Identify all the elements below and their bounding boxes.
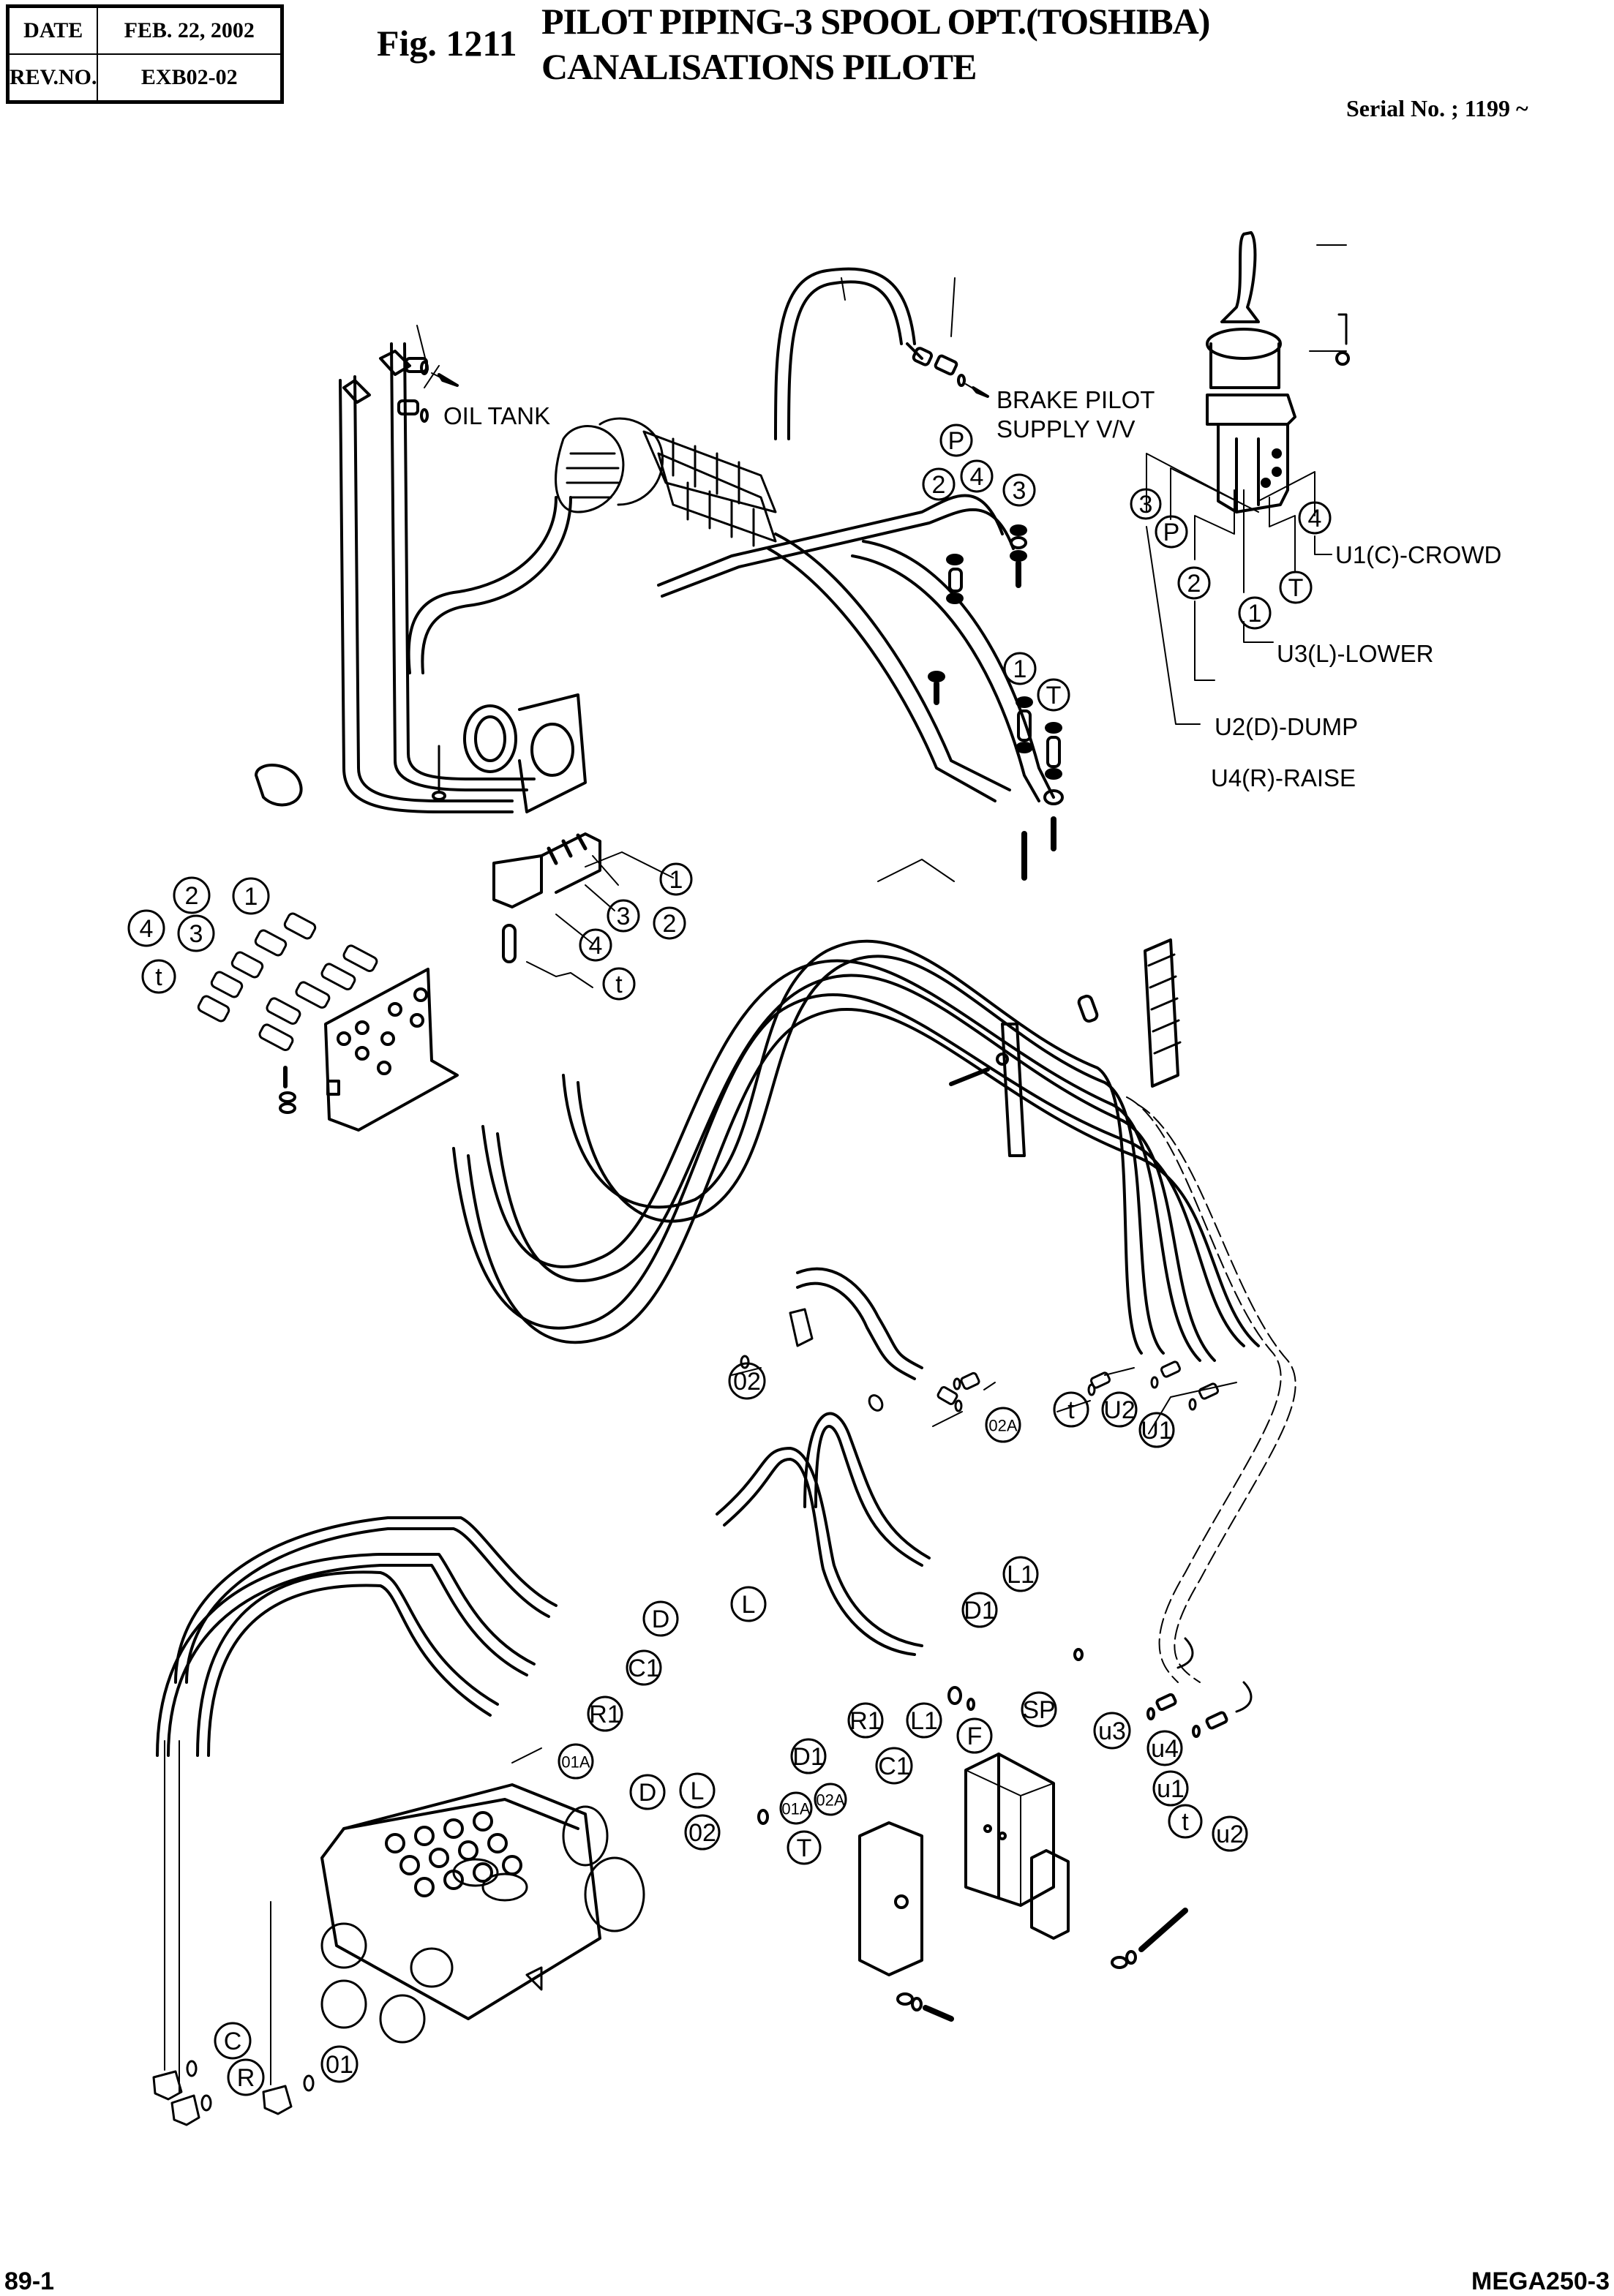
left-bracket-fittings [197, 912, 378, 1052]
callout: 3 [1013, 477, 1026, 505]
clip-block [1077, 938, 1182, 1088]
joystick-leader-lines [1146, 453, 1332, 725]
fitting-bracket-plate [279, 968, 459, 1132]
callout-labels: 3 P 4 2 T 1 P 2 4 3 1 T 1 3 2 4 t 2 1 4 … [140, 427, 1322, 2092]
pilot-manifold-block [858, 1753, 1070, 1976]
callout: D1 [792, 1743, 824, 1771]
date-value: FEB. 22, 2002 [97, 5, 283, 55]
callout: 2 [932, 471, 946, 499]
figure-number: Fig. 1211 [377, 23, 517, 64]
rev-label: REV.NO. [7, 53, 99, 103]
callout: U1 [1141, 1417, 1172, 1445]
page-number: 89-1 [4, 2267, 55, 2295]
mounting-bracket-and-block [255, 693, 601, 963]
u1-crowd-note: U1(C)-CROWD [1335, 541, 1501, 568]
callout: 02 [688, 1819, 716, 1847]
callout: 02A [988, 1417, 1017, 1435]
callout: 2 [663, 910, 677, 938]
brake-pilot-note-line1: BRAKE PILOT [996, 386, 1155, 413]
callout: 2 [185, 882, 199, 910]
callout: C [224, 2028, 242, 2055]
valve-elbow-fittings [152, 1740, 315, 2126]
callout: D1 [964, 1597, 995, 1625]
callout: u1 [1157, 1775, 1185, 1803]
callout: 3 [189, 920, 203, 948]
callout: u4 [1151, 1735, 1179, 1763]
callout: T [1288, 574, 1304, 602]
callout: D [639, 1779, 657, 1807]
date-label: DATE [7, 5, 99, 55]
callout: 01 [326, 2051, 353, 2079]
callout: 01A [781, 1800, 810, 1818]
leader-lines [416, 277, 1237, 1764]
revision-table: DATE FEB. 22, 2002 REV.NO. EXB02-02 [6, 4, 284, 104]
callout: U2 [1103, 1396, 1135, 1424]
callout: D [652, 1606, 670, 1633]
callout: t [1067, 1396, 1075, 1424]
main-hose-run [452, 939, 1296, 1683]
callout: R [237, 2064, 255, 2092]
callout: 1 [244, 883, 258, 911]
u3-lower-note: U3(L)-LOWER [1277, 640, 1434, 667]
callout: 1 [1013, 655, 1027, 683]
callout: 4 [589, 932, 603, 960]
brake-pilot-note-line2: SUPPLY V/V [996, 415, 1136, 443]
callout: t [1182, 1808, 1189, 1836]
callout: 02 [733, 1368, 761, 1396]
callout: 02A [816, 1791, 844, 1810]
callout: C1 [628, 1655, 659, 1682]
callout: T [1046, 682, 1062, 709]
callout: 1 [1248, 600, 1262, 628]
pilot-valve-hardware [928, 524, 1064, 881]
callout: t [155, 963, 162, 991]
callout: 3 [1139, 491, 1153, 519]
title-french: CANALISATIONS PILOTE [541, 46, 977, 87]
callout: R1 [589, 1701, 620, 1728]
mid-hoses [156, 1267, 931, 1757]
oil-tank-fittings [342, 350, 459, 423]
callout: 2 [1187, 570, 1201, 598]
callout-bubbles [127, 424, 1332, 2096]
callout: L1 [1007, 1561, 1035, 1589]
callout: F [967, 1723, 983, 1750]
callout: 1 [669, 866, 683, 894]
callout: u2 [1216, 1821, 1244, 1848]
callout: 4 [1308, 505, 1322, 532]
convoluted-hose-guards [555, 417, 777, 547]
rev-value: EXB02-02 [97, 53, 283, 103]
callout: P [948, 427, 965, 455]
callout: t [615, 971, 623, 998]
callout: u3 [1098, 1717, 1126, 1745]
oil-tank-note: OIL TANK [443, 402, 550, 429]
notes: OIL TANK BRAKE PILOT SUPPLY V/V U1(C)-CR… [443, 386, 1501, 791]
model-number: MEGA250-3 [1471, 2267, 1610, 2295]
serial-number: Serial No. ; 1199 ~ [1346, 95, 1528, 121]
callout: 4 [140, 915, 154, 943]
callout: 4 [970, 463, 984, 491]
callout: L [691, 1777, 705, 1805]
mid-fittings [740, 1308, 1220, 1412]
callout: P [1163, 519, 1180, 546]
callout: T [797, 1834, 812, 1862]
callout: 3 [617, 903, 631, 930]
callout: 01A [561, 1753, 590, 1772]
brake-pilot-fitting [906, 342, 989, 398]
u2-dump-note: U2(D)-DUMP [1215, 713, 1358, 740]
joystick-assembly [1206, 231, 1350, 513]
upper-hose-bundle [339, 267, 1055, 813]
callout: L [742, 1591, 756, 1619]
manifold-hardware [757, 1637, 1253, 2022]
callout: SP [1022, 1696, 1055, 1724]
title-english: PILOT PIPING-3 SPOOL OPT.(TOSHIBA) [541, 1, 1210, 42]
u4-raise-note: U4(R)-RAISE [1211, 764, 1356, 791]
callout: R1 [849, 1707, 881, 1735]
callout: C1 [878, 1753, 909, 1780]
callout: L1 [910, 1707, 938, 1735]
main-control-valve [320, 1783, 645, 2044]
